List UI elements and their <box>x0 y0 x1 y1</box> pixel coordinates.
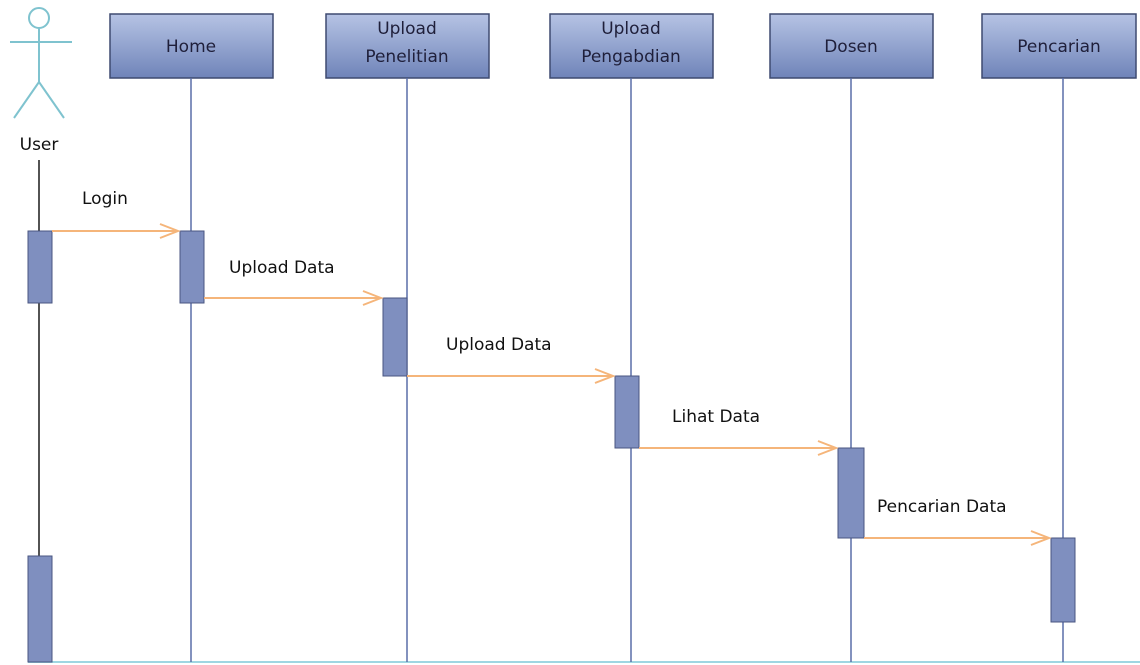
object-home-box <box>109 13 274 79</box>
message-login-label: Login <box>82 189 128 209</box>
message-pencarian-data-label: Pencarian Data <box>877 497 1007 517</box>
object-upload-penelitian-line2: Penelitian <box>365 47 448 67</box>
object-pencarian: Pencarian <box>981 13 1137 79</box>
user-actor <box>10 7 72 119</box>
object-upload-pengabdian-box <box>549 13 714 79</box>
object-pencarian-box <box>981 13 1137 79</box>
object-upload-penelitian: Upload Penelitian <box>325 13 490 79</box>
object-upload-pengabdian: Upload Pengabdian <box>549 13 714 79</box>
object-upload-penelitian-line1: Upload <box>377 19 437 39</box>
object-home-label: Home <box>166 37 216 57</box>
message-pencarian-data-arrowhead <box>1030 530 1052 546</box>
object-dosen: Dosen <box>769 13 934 79</box>
message-lihat-data-label: Lihat Data <box>672 407 760 427</box>
activation-dosen <box>837 447 865 539</box>
message-pencarian-data: Pencarian Data <box>864 497 1052 546</box>
message-upload-data-2: Upload Data <box>407 335 616 384</box>
message-upload-data-2-label: Upload Data <box>446 335 552 355</box>
object-upload-pengabdian-line1: Upload <box>601 19 661 39</box>
object-upload-pengabdian-line2: Pengabdian <box>581 47 681 67</box>
object-pencarian-label: Pencarian <box>1017 37 1101 57</box>
actor-left-leg <box>13 81 40 119</box>
actor-label: User <box>20 135 59 155</box>
object-dosen-box <box>769 13 934 79</box>
activation-upload-penelitian <box>382 297 408 377</box>
object-home: Home <box>109 13 274 79</box>
activation-user-2 <box>27 555 53 663</box>
activation-pencarian <box>1050 537 1076 623</box>
message-lihat-data-arrowhead <box>817 440 839 456</box>
message-lihat-data: Lihat Data <box>639 407 839 456</box>
message-upload-data-1-arrowhead <box>362 290 384 306</box>
actor-head <box>28 7 50 29</box>
message-login-arrowhead <box>159 223 181 239</box>
message-login: Login <box>52 189 181 239</box>
activation-home <box>179 230 205 304</box>
activation-user-1 <box>27 230 53 304</box>
activation-upload-pengabdian <box>614 375 640 449</box>
actor-right-leg <box>38 81 65 119</box>
message-upload-data-1-label: Upload Data <box>229 258 335 278</box>
message-upload-data-2-arrowhead <box>594 368 616 384</box>
object-dosen-label: Dosen <box>824 37 878 57</box>
message-upload-data-1: Upload Data <box>204 258 384 306</box>
